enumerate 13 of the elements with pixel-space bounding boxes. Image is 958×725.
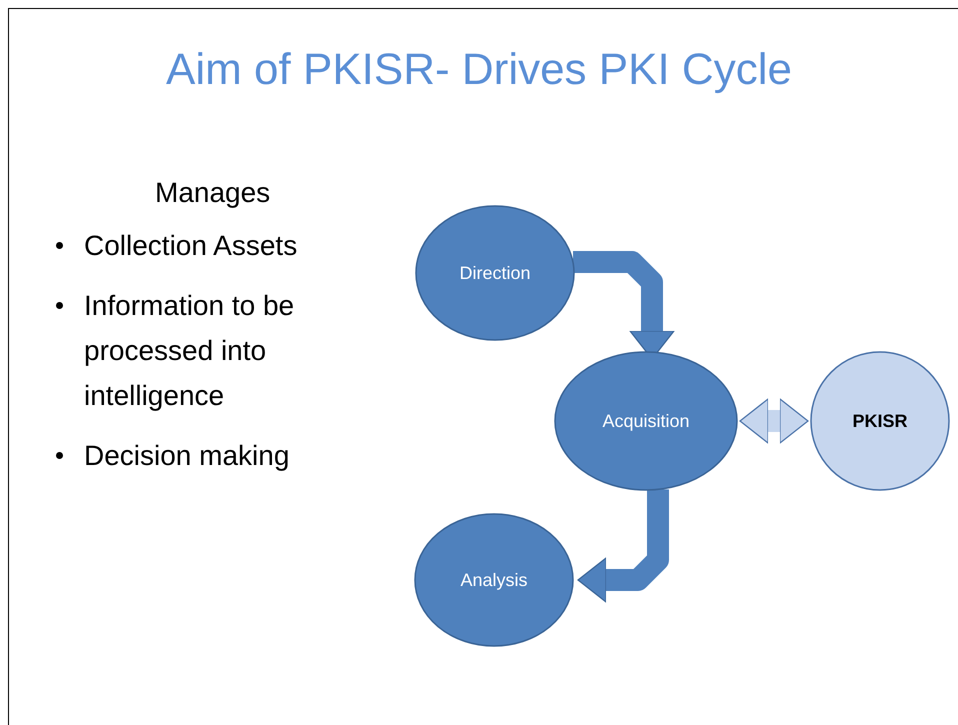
process-ellipse [554,351,738,491]
bullet-text: Collection Assets [84,229,298,263]
node-label: Direction [459,262,531,284]
slide-title: Aim of PKISR- Drives PKI Cycle [165,45,793,95]
node-label: Acquisition [602,410,690,432]
list-heading: Manages [155,176,272,210]
process-ellipse [414,513,574,647]
process-ellipse [415,205,575,341]
node-label: Analysis [460,570,528,590]
node-label: PKISR [852,410,908,432]
system-circle [810,351,950,491]
bullet-text: Decision making [84,439,290,473]
bullet-text: Information to be processed into intelligence [84,289,296,413]
